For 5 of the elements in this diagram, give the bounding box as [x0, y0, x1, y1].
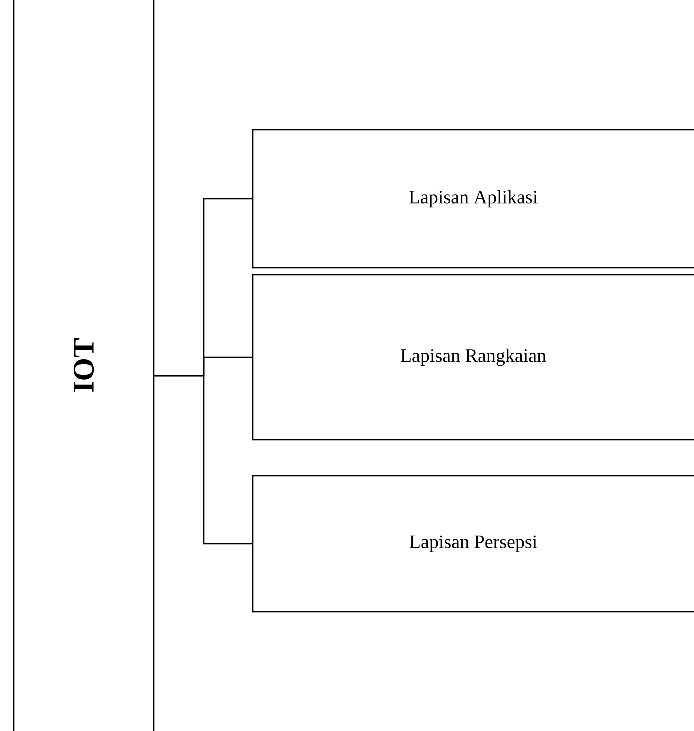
connector-line [154, 375, 253, 545]
vertical-box: IOT [13, 0, 155, 731]
layer-box: Lapisan Aplikasi [252, 129, 694, 269]
layer-box: Lapisan Persepsi [252, 475, 694, 613]
layer-box: Lapisan Rangkaian [252, 274, 694, 441]
